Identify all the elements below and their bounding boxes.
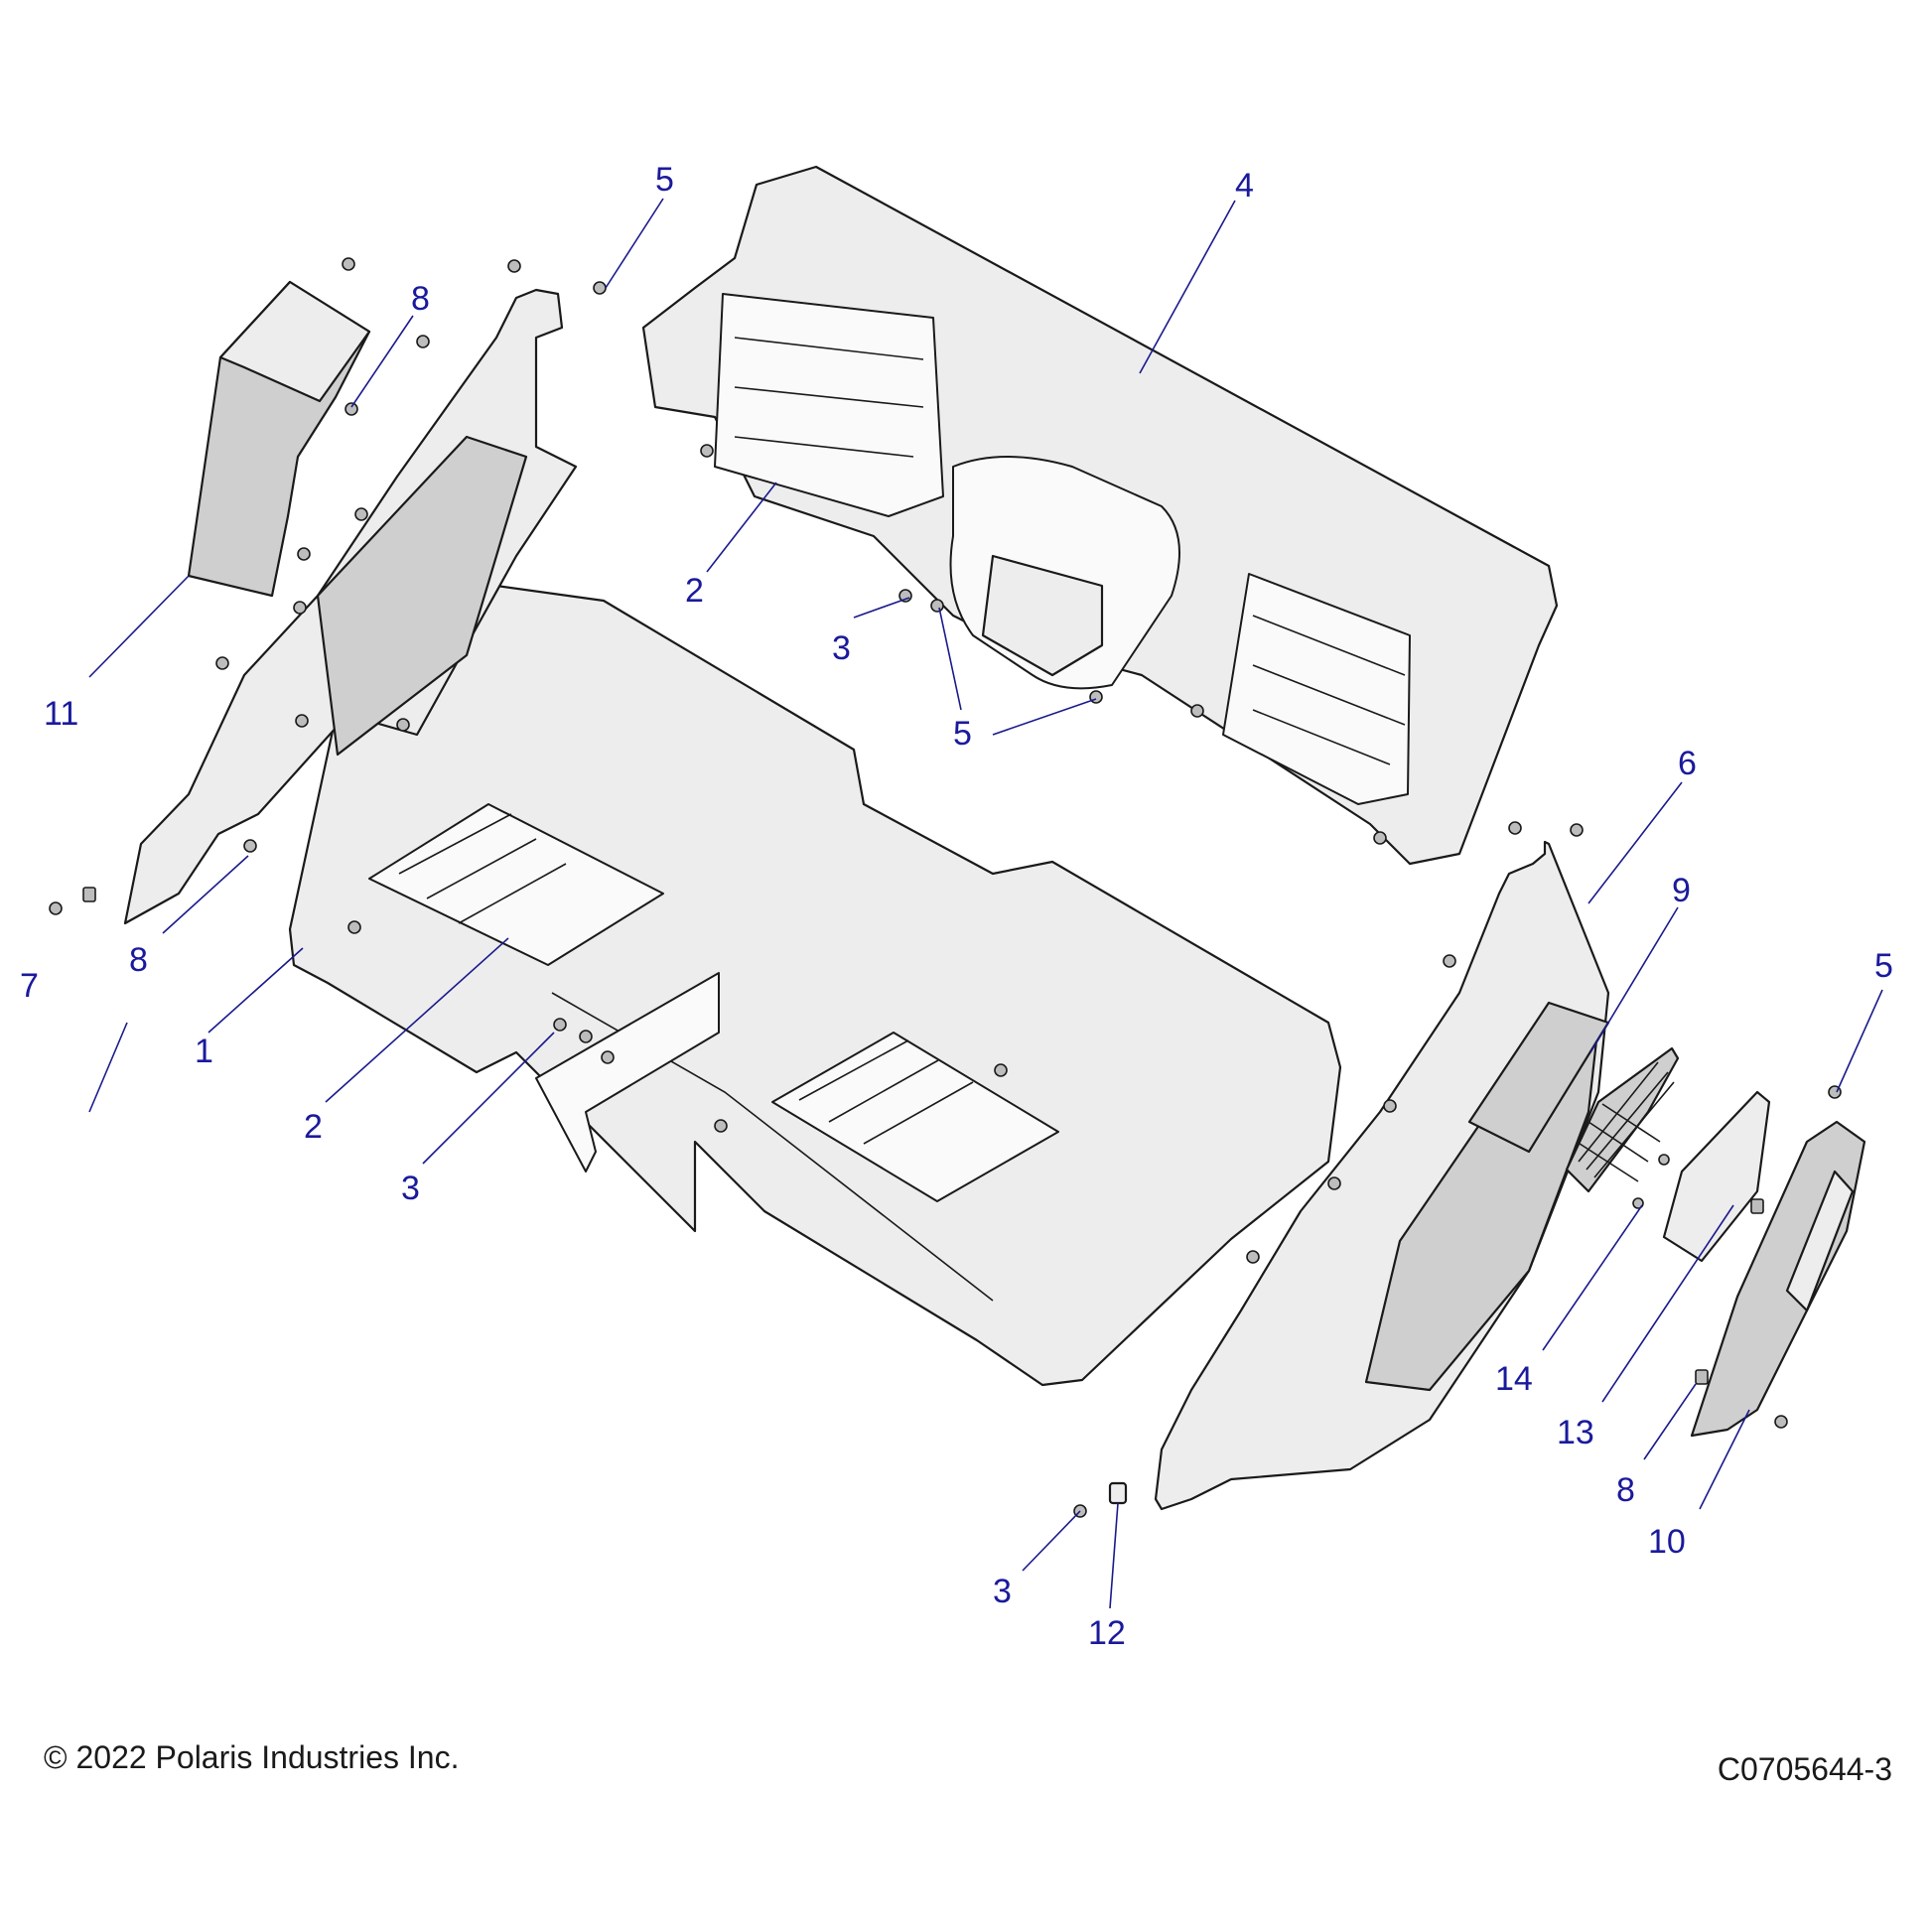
callout-12: 12 [1088, 1614, 1126, 1652]
callout-10: 10 [1648, 1523, 1686, 1561]
callout-5-top: 5 [655, 161, 674, 199]
callout-8-right: 8 [1616, 1471, 1635, 1509]
callout-8-lower: 8 [129, 941, 148, 979]
nut-clip [1108, 1481, 1128, 1505]
callout-4: 4 [1235, 167, 1254, 205]
callout-2-upper: 2 [685, 572, 704, 610]
trim-panel-left [187, 280, 371, 598]
callout-3-upper: 3 [832, 629, 851, 667]
vent-cover [1662, 1090, 1771, 1263]
side-panel-left [123, 288, 578, 925]
callout-13: 13 [1557, 1414, 1594, 1451]
vent-grille [1565, 1046, 1680, 1193]
callout-3-middle: 3 [401, 1170, 420, 1207]
callout-5-right: 5 [1874, 947, 1893, 985]
callout-11: 11 [44, 695, 78, 733]
callout-labels: 1 2 2 3 3 3 4 5 5 5 6 7 8 8 8 9 10 11 12… [20, 161, 1893, 1652]
callout-2-lower: 2 [304, 1108, 323, 1146]
copyright-notice: © 2022 Polaris Industries Inc. [44, 1739, 460, 1775]
callout-6: 6 [1678, 745, 1697, 782]
callout-14: 14 [1495, 1360, 1533, 1398]
callout-9: 9 [1672, 872, 1691, 909]
leader-lines [88, 198, 1883, 1609]
callout-7: 7 [20, 967, 39, 1005]
trim-panel-right [1690, 1120, 1866, 1438]
side-panel-right [1154, 840, 1610, 1511]
callout-8-upper: 8 [411, 280, 430, 318]
drawing-number: C0705644-3 [1717, 1751, 1892, 1787]
callout-1: 1 [195, 1033, 213, 1070]
callout-5-center: 5 [953, 715, 972, 753]
rear-panel [641, 165, 1559, 866]
floor-tray-left [288, 584, 1342, 1387]
callout-3-lower: 3 [993, 1573, 1012, 1610]
